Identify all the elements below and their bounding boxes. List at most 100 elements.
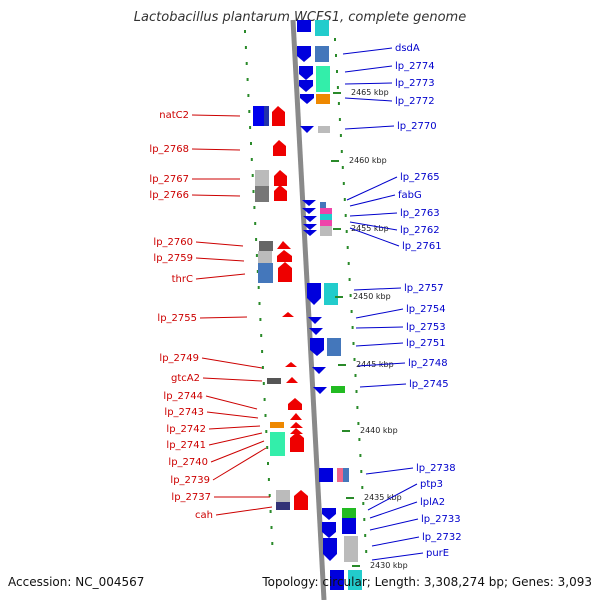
gene-label[interactable]: lp_2765 bbox=[400, 172, 440, 183]
gene-arrow[interactable] bbox=[323, 538, 337, 561]
gene-label[interactable]: lp_2740 bbox=[168, 457, 208, 468]
gene-block[interactable] bbox=[258, 251, 272, 263]
gene-block[interactable] bbox=[342, 518, 356, 534]
gene-label[interactable]: lp_2761 bbox=[402, 241, 442, 252]
gene-label[interactable]: lp_2743 bbox=[164, 407, 204, 418]
gene-arrow[interactable] bbox=[286, 377, 298, 383]
gene-arrow[interactable] bbox=[278, 262, 292, 282]
gene-label[interactable]: lp_2738 bbox=[416, 463, 456, 474]
gene-arrow[interactable] bbox=[277, 241, 291, 249]
gene-label[interactable]: lp_2770 bbox=[397, 121, 437, 132]
gene-label[interactable]: natC2 bbox=[159, 110, 189, 121]
gene-label[interactable]: lp_2763 bbox=[400, 208, 440, 219]
gene-arrow[interactable] bbox=[312, 367, 326, 374]
gene-arrow[interactable] bbox=[299, 80, 313, 92]
gene-block[interactable] bbox=[315, 46, 329, 62]
gene-label[interactable]: lp_2737 bbox=[171, 492, 211, 503]
gene-block[interactable] bbox=[327, 338, 341, 356]
gene-arrow[interactable] bbox=[294, 490, 308, 510]
gene-label[interactable]: lp_2766 bbox=[149, 190, 189, 201]
gene-block[interactable] bbox=[253, 106, 267, 126]
gene-arrow[interactable] bbox=[322, 508, 336, 520]
gene-arrow[interactable] bbox=[302, 208, 316, 214]
gene-block[interactable] bbox=[319, 468, 333, 482]
gene-label[interactable]: lp_2745 bbox=[409, 379, 449, 390]
gene-arrow[interactable] bbox=[277, 250, 292, 262]
gene-label[interactable]: lp_2744 bbox=[163, 391, 203, 402]
gene-label[interactable]: lp_2755 bbox=[157, 313, 197, 324]
gene-arrow[interactable] bbox=[303, 216, 317, 222]
gene-block[interactable] bbox=[297, 20, 311, 32]
gene-block[interactable] bbox=[343, 468, 349, 482]
gene-label[interactable]: lp_2751 bbox=[406, 338, 446, 349]
gene-label[interactable]: lp_2762 bbox=[400, 225, 440, 236]
gene-arrow[interactable] bbox=[288, 398, 302, 410]
gene-block[interactable] bbox=[320, 214, 332, 220]
gene-block[interactable] bbox=[337, 468, 343, 482]
gene-block[interactable] bbox=[259, 241, 273, 251]
gene-block[interactable] bbox=[255, 186, 269, 202]
gene-arrow[interactable] bbox=[297, 46, 311, 62]
gene-label[interactable]: lp_2774 bbox=[395, 61, 435, 72]
gene-arrow[interactable] bbox=[272, 106, 285, 126]
gene-block[interactable] bbox=[320, 208, 332, 214]
gene-block[interactable] bbox=[320, 220, 332, 226]
gene-label[interactable]: cah bbox=[195, 510, 213, 521]
gene-arrow[interactable] bbox=[290, 413, 302, 420]
gene-label[interactable]: thrC bbox=[172, 274, 193, 285]
gene-block[interactable] bbox=[270, 432, 285, 456]
gene-block[interactable] bbox=[315, 20, 329, 36]
gene-arrow[interactable] bbox=[274, 185, 287, 201]
gene-label[interactable]: lp_2753 bbox=[406, 322, 446, 333]
gene-label[interactable]: lp_2733 bbox=[421, 514, 461, 525]
gene-arrow[interactable] bbox=[273, 140, 286, 156]
gene-block[interactable] bbox=[324, 283, 338, 305]
gene-block[interactable] bbox=[270, 422, 284, 428]
gene-block[interactable] bbox=[267, 378, 281, 384]
gene-arrow[interactable] bbox=[285, 362, 297, 367]
gene-block[interactable] bbox=[276, 490, 290, 502]
gene-arrow[interactable] bbox=[308, 317, 322, 324]
gene-arrow[interactable] bbox=[299, 66, 313, 80]
gene-block[interactable] bbox=[318, 126, 330, 133]
gene-arrow[interactable] bbox=[274, 170, 287, 186]
gene-label[interactable]: lp_2772 bbox=[395, 96, 435, 107]
gene-label[interactable]: dsdA bbox=[395, 43, 420, 54]
gene-arrow[interactable] bbox=[290, 428, 303, 434]
gene-block[interactable] bbox=[330, 570, 344, 590]
gene-arrow[interactable] bbox=[309, 328, 323, 335]
gene-label[interactable]: lp_2739 bbox=[170, 475, 210, 486]
gene-block[interactable] bbox=[344, 536, 358, 562]
gene-block[interactable] bbox=[276, 502, 290, 510]
gene-arrow[interactable] bbox=[282, 312, 294, 317]
gene-label[interactable]: lp_2773 bbox=[395, 78, 435, 89]
gene-arrow[interactable] bbox=[290, 422, 303, 428]
gene-block[interactable] bbox=[342, 508, 356, 518]
gene-block[interactable] bbox=[255, 170, 269, 186]
gene-arrow[interactable] bbox=[313, 387, 327, 394]
gene-label[interactable]: lp_2767 bbox=[149, 174, 189, 185]
gene-label[interactable]: lp_2749 bbox=[159, 353, 199, 364]
gene-arrow[interactable] bbox=[322, 522, 336, 538]
gene-label[interactable]: lplA2 bbox=[420, 497, 445, 508]
gene-label[interactable]: purE bbox=[426, 548, 449, 559]
gene-block[interactable] bbox=[320, 226, 332, 236]
gene-block[interactable] bbox=[316, 94, 330, 104]
gene-label[interactable]: fabG bbox=[398, 190, 422, 201]
gene-arrow[interactable] bbox=[302, 200, 316, 206]
gene-label[interactable]: ptp3 bbox=[420, 479, 443, 490]
gene-arrow[interactable] bbox=[300, 94, 314, 104]
gene-label[interactable]: lp_2748 bbox=[408, 358, 448, 369]
gene-label[interactable]: lp_2741 bbox=[166, 440, 206, 451]
gene-arrow[interactable] bbox=[303, 230, 317, 236]
gene-label[interactable]: lp_2732 bbox=[422, 532, 462, 543]
gene-label[interactable]: lp_2742 bbox=[166, 424, 206, 435]
gene-label[interactable]: lp_2760 bbox=[153, 237, 193, 248]
gene-block[interactable] bbox=[320, 202, 326, 208]
gene-block[interactable] bbox=[258, 263, 273, 283]
gene-arrow[interactable] bbox=[310, 338, 324, 356]
gene-block[interactable] bbox=[348, 570, 362, 590]
gene-arrow[interactable] bbox=[307, 283, 321, 305]
gene-block[interactable] bbox=[264, 106, 269, 126]
gene-block[interactable] bbox=[331, 386, 345, 393]
